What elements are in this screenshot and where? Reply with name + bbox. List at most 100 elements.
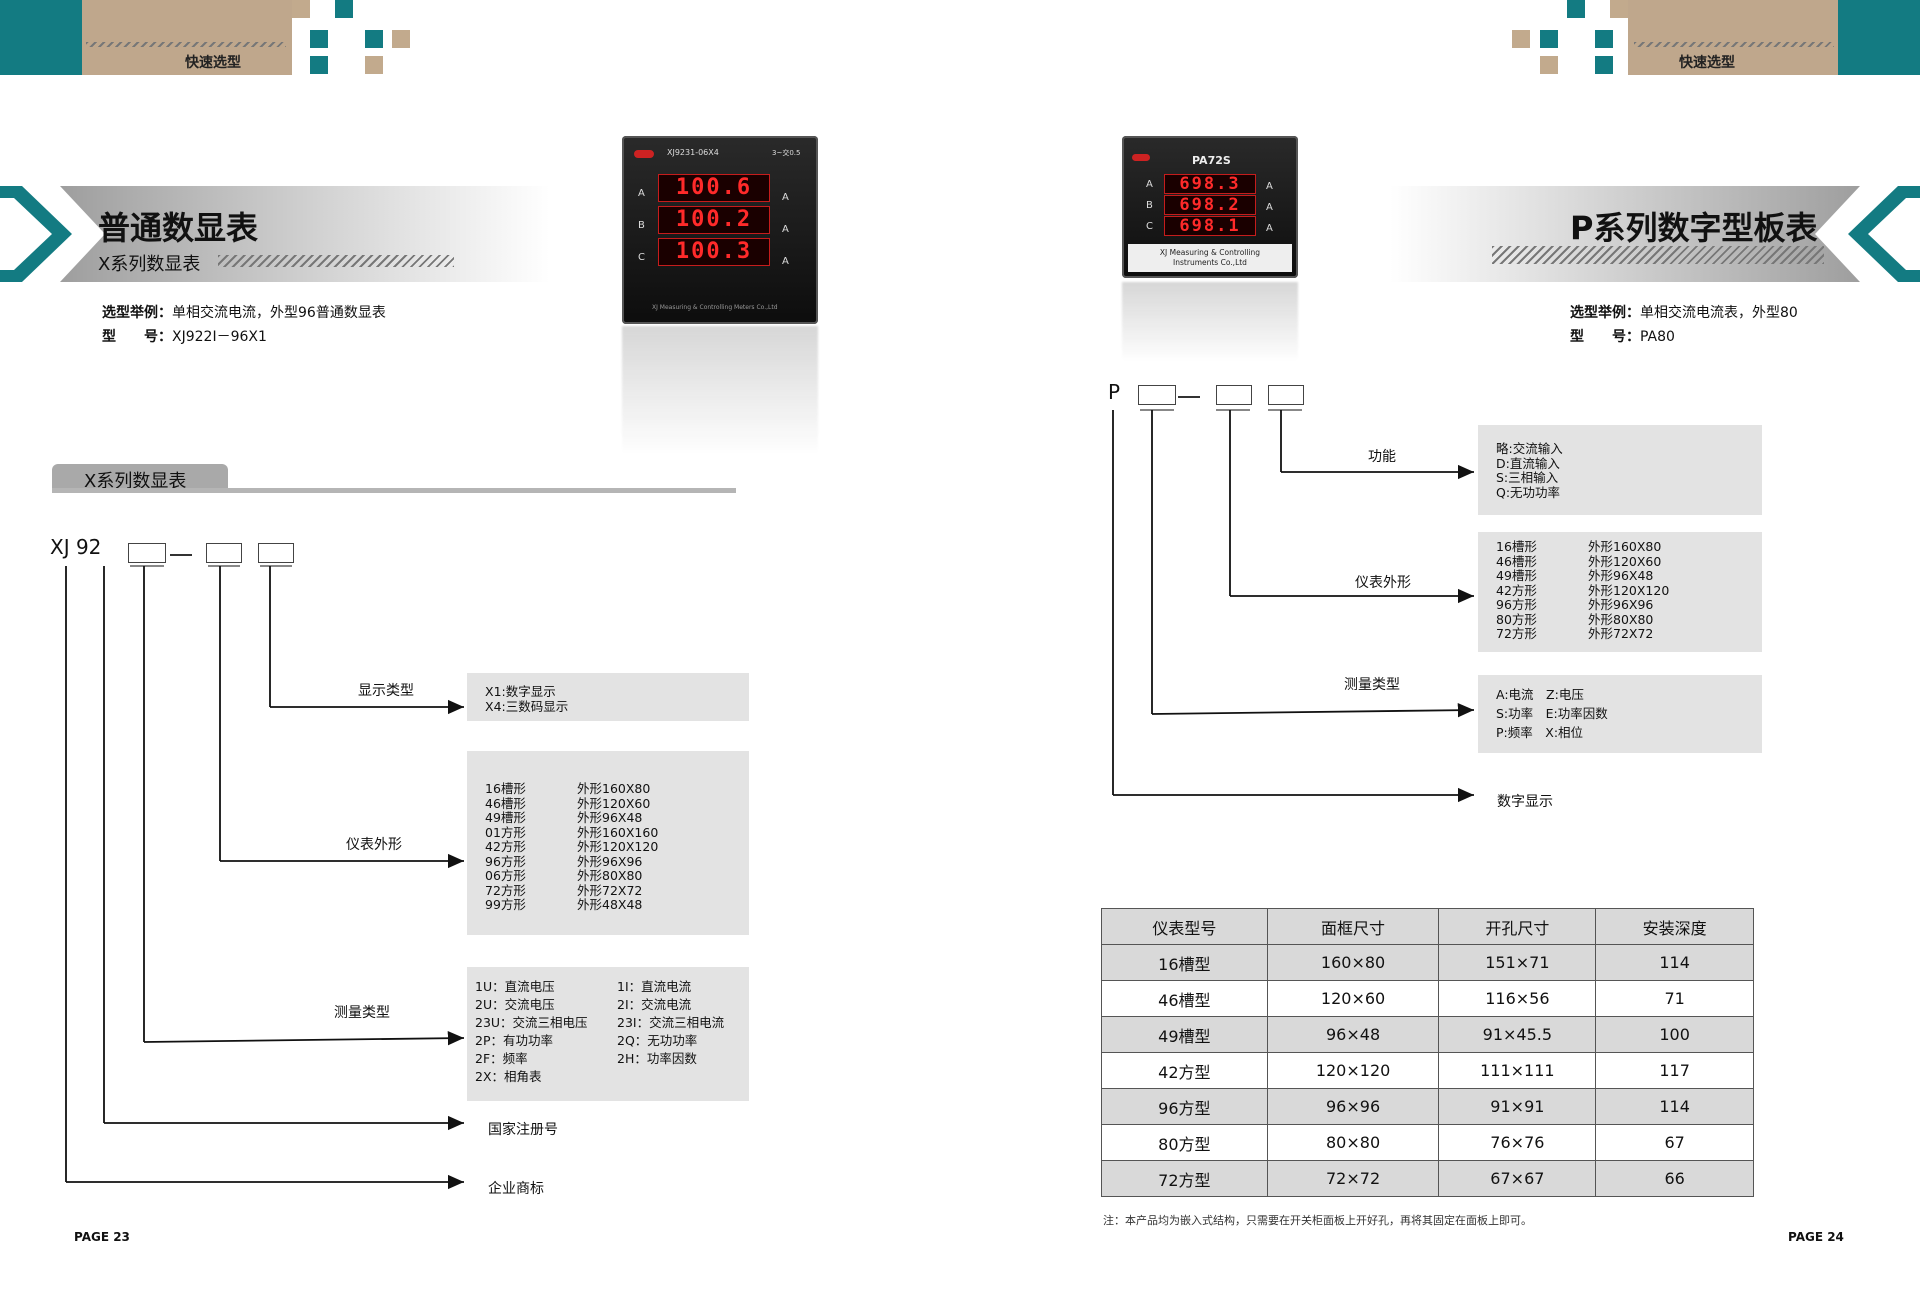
shape-name: 96方形 xyxy=(1496,597,1537,612)
right-branch-function: 功能 xyxy=(1368,449,1396,465)
shape-name: 80方形 xyxy=(1496,611,1537,627)
left-branch-measure-type: 测量类型 xyxy=(334,1005,390,1021)
left-model-row: 型 号：XJ922I－96X1 xyxy=(102,326,267,346)
left-meter-reading-2: 100.2 xyxy=(658,206,770,234)
right-branch-measure-type: 测量类型 xyxy=(1344,677,1400,693)
shape-name: 99方形 xyxy=(485,897,526,912)
spec-table-header: 仪表型号 xyxy=(1101,908,1268,945)
left-subtitle: X系列数显表 xyxy=(98,254,201,275)
spec-table-header: 开孔尺寸 xyxy=(1438,908,1597,945)
right-meter-reading-3: 698.1 xyxy=(1164,216,1256,236)
measure-opt: A:电流 Z:电压 xyxy=(1496,687,1584,702)
left-meter-logo xyxy=(634,150,654,158)
right-arrow-chevron xyxy=(1848,186,1920,282)
right-model-row: 型 号：PA80 xyxy=(1570,326,1675,346)
shape-name: 42方形 xyxy=(485,839,526,854)
left-meter-model: XJ9231-06X4 xyxy=(667,148,719,157)
left-display-type-box: X1:数字显示 X4:三数码显示 xyxy=(467,673,749,721)
right-code-box-3 xyxy=(1268,385,1304,405)
right-code-box-2 xyxy=(1216,385,1252,405)
shape-size: 外形160X80 xyxy=(577,781,651,796)
shape-size: 外形72X72 xyxy=(577,882,643,898)
right-table-note: 注：本产品均为嵌入式结构，只需要在开关柜面板上开好孔，再将其固定在面板上即可。 xyxy=(1103,1214,1532,1227)
left-page-title: 普通数显表 xyxy=(98,209,259,247)
right-model-label: 型 号： xyxy=(1570,329,1640,345)
shape-name: 42方形 xyxy=(1496,582,1537,598)
left-meter-reflection xyxy=(622,326,818,456)
shape-size: 外形80X80 xyxy=(577,868,643,883)
display-opt-2: X4:三数码显示 xyxy=(485,698,569,714)
spec-table-header: 安装深度 xyxy=(1595,908,1754,945)
left-meter-reading-1: 100.6 xyxy=(658,174,770,202)
right-example-row: 选型举例：单相交流电流表，外型80 xyxy=(1570,302,1798,322)
left-model-value: XJ922I－96X1 xyxy=(172,329,267,345)
header-left-tan-band xyxy=(82,0,292,75)
shape-size: 外形120X120 xyxy=(577,839,659,854)
shape-size: 外形160X160 xyxy=(577,824,659,840)
right-example-value: 单相交流电流表，外型80 xyxy=(1640,305,1798,321)
right-page-number: PAGE 24 xyxy=(1788,1230,1844,1244)
shape-name: 72方形 xyxy=(1496,626,1537,641)
left-meter-reading-3: 100.3 xyxy=(658,238,770,266)
right-branch-shape: 仪表外形 xyxy=(1355,575,1411,591)
right-function-box: 略:交流输入 D:直流输入 S:三相输入 Q:无功功率 xyxy=(1478,425,1762,515)
shape-name: 96方形 xyxy=(485,853,526,869)
shape-size: 外形120X60 xyxy=(577,795,651,811)
right-branch-digital: 数字显示 xyxy=(1497,794,1553,810)
right-meter-reflection xyxy=(1122,282,1298,362)
shape-name: 46槽形 xyxy=(1496,553,1537,569)
shape-size: 外形80X80 xyxy=(1588,611,1654,627)
left-code-box-2 xyxy=(206,543,242,563)
shape-size: 外形120X60 xyxy=(1588,553,1662,569)
right-meter-reading-2: 698.2 xyxy=(1164,195,1256,215)
left-branch-shape: 仪表外形 xyxy=(346,837,402,853)
measure-opt: 2P：有功功率 xyxy=(475,1033,553,1048)
shape-size: 外形96X48 xyxy=(577,810,643,825)
measure-opt: 23U：交流三相电压 xyxy=(475,1015,588,1030)
right-code-prefix: P xyxy=(1108,380,1121,404)
shape-name: 06方形 xyxy=(485,868,526,883)
left-code-box-3 xyxy=(258,543,294,563)
display-opt-1: X1:数字显示 xyxy=(485,684,556,699)
right-meter-reading-1: 698.3 xyxy=(1164,174,1256,194)
left-section-rule xyxy=(52,488,736,493)
right-title-hatch xyxy=(1492,246,1824,264)
left-shape-box: 16槽形 46槽形 49槽形 01方形 42方形 96方形 06方形 72方形 … xyxy=(467,751,749,935)
measure-opt: 2Q：无功功率 xyxy=(617,1033,698,1048)
shape-name: 16槽形 xyxy=(1496,539,1537,554)
header-right-hatch xyxy=(1634,42,1834,47)
left-example-value: 单相交流电流，外型96普通数显表 xyxy=(172,305,386,321)
measure-opt: 2F：频率 xyxy=(475,1051,528,1066)
left-section-tab xyxy=(52,464,228,492)
left-meter-class: 3~交0.5 xyxy=(772,149,801,157)
shape-size: 外形96X96 xyxy=(1588,597,1654,612)
left-example-label: 选型举例： xyxy=(102,305,172,321)
left-measure-box: 1U：直流电压 2U：交流电压 23U：交流三相电压 2P：有功功率 2F：频率… xyxy=(467,967,749,1101)
function-opt: Q:无功功率 xyxy=(1496,484,1561,500)
measure-opt: 2I：交流电流 xyxy=(617,997,692,1012)
right-title-band xyxy=(1390,186,1860,282)
left-subtitle-hatch xyxy=(218,255,454,267)
shape-name: 01方形 xyxy=(485,824,526,840)
measure-opt: 1I：直流电流 xyxy=(617,979,692,994)
left-section-title: X系列数显表 xyxy=(84,471,187,492)
spec-table-header: 面框尺寸 xyxy=(1266,908,1440,945)
header-right-tan-band xyxy=(1628,0,1838,75)
shape-size: 外形96X96 xyxy=(577,853,643,869)
spec-table-header-row: 仪表型号 面框尺寸 开孔尺寸 安装深度 xyxy=(1101,908,1754,945)
shape-size: 外形72X72 xyxy=(1588,626,1654,641)
right-code-dash xyxy=(1178,396,1200,398)
measure-opt: S:功率 E:功率因数 xyxy=(1496,706,1608,721)
shape-name: 16槽形 xyxy=(485,781,526,796)
